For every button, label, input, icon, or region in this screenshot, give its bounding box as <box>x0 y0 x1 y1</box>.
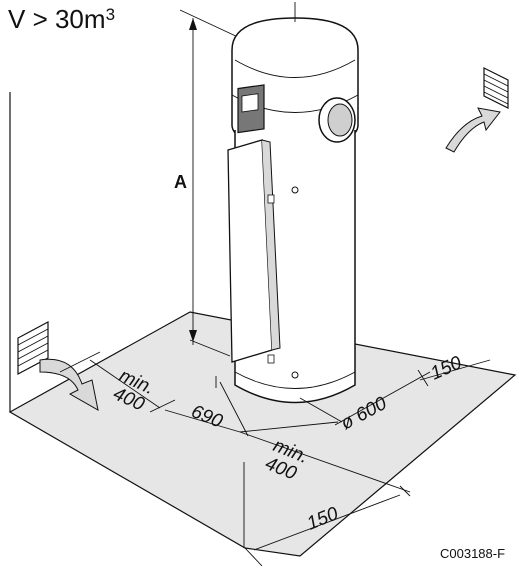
outlet-airflow-arrow <box>445 107 501 153</box>
height-dimension: A <box>174 9 241 357</box>
inlet-airflow-arrow <box>39 358 99 411</box>
outlet-vent-grille <box>483 67 509 109</box>
heat-pump-unit <box>227 2 359 404</box>
reference-code: C003188-F <box>440 546 505 561</box>
height-label: A <box>174 172 187 192</box>
room-volume-title: V > 30m3 <box>8 4 115 34</box>
floor-area <box>8 311 517 557</box>
